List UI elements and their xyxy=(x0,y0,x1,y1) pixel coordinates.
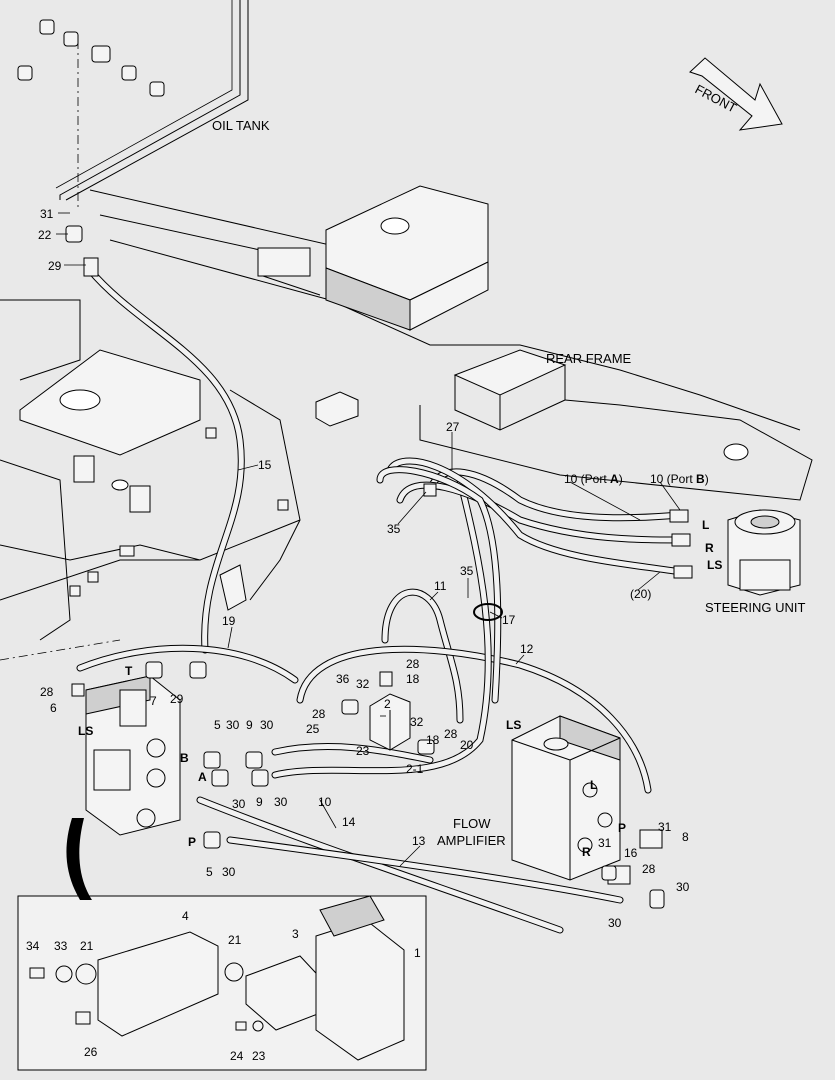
callout-13: 13 xyxy=(412,834,426,848)
callout-4: 4 xyxy=(182,909,189,923)
callout-12: 12 xyxy=(520,642,534,656)
port-a: A xyxy=(198,770,207,784)
rear-frame-label: REAR FRAME xyxy=(546,351,632,366)
callout-10c: 10 xyxy=(318,795,332,809)
oil-tank xyxy=(17,0,249,210)
callout-21c: 21 xyxy=(228,933,242,947)
callout-32a: 32 xyxy=(356,677,370,691)
callout-15: 15 xyxy=(258,458,272,472)
callout-11: 11 xyxy=(434,579,447,593)
port-ls-priority: LS xyxy=(78,724,93,738)
port-l-flow: L xyxy=(590,778,597,792)
callout-23a: 23 xyxy=(356,744,370,758)
flow-amplifier xyxy=(511,715,663,885)
callout-16: 16 xyxy=(624,846,638,860)
callout-2: 2 xyxy=(384,697,391,711)
callout-33: 33 xyxy=(54,939,68,953)
steering-unit xyxy=(669,509,801,596)
valve-block-2 xyxy=(369,693,411,751)
callouts: 31 22 29 15 27 35 10 (Port A) 10 (Port B… xyxy=(26,207,722,1063)
port-r-flow: R xyxy=(582,845,591,859)
callout-30b: 30 xyxy=(260,718,274,732)
callout-1: 1 xyxy=(414,946,421,960)
callout-30e: 30 xyxy=(676,880,690,894)
callout-30c: 30 xyxy=(232,797,246,811)
callout-18a: 18 xyxy=(406,672,420,686)
callout-30a: 30 xyxy=(226,718,240,732)
detail-inset xyxy=(17,818,427,1071)
callout-5b: 5 xyxy=(206,865,213,879)
callout-23b: 23 xyxy=(252,1049,266,1063)
steering-unit-label: STEERING UNIT xyxy=(705,600,805,615)
callout-3: 3 xyxy=(292,927,299,941)
callout-10-port-a: 10 (Port A) xyxy=(564,472,623,486)
tank-breather-caps xyxy=(17,19,165,97)
port-b: B xyxy=(180,751,189,765)
priority-valve xyxy=(85,675,181,836)
hoses xyxy=(76,266,689,934)
callout-24: 24 xyxy=(230,1049,244,1063)
callout-28e: 28 xyxy=(642,862,656,876)
callout-32b: 32 xyxy=(410,715,424,729)
callout-28d: 28 xyxy=(444,727,458,741)
port-p-flow: P xyxy=(618,821,626,835)
front-arrow xyxy=(689,57,783,131)
callout-20b: 20 xyxy=(460,738,474,752)
callout-30d: 30 xyxy=(274,795,288,809)
callout-27: 27 xyxy=(446,420,460,434)
flow-amplifier-label-2: AMPLIFIER xyxy=(437,833,506,848)
port-r-steering: R xyxy=(705,541,714,555)
callout-28b: 28 xyxy=(406,657,420,671)
port-ls-steering: LS xyxy=(707,558,722,572)
port-l-steering: L xyxy=(702,518,709,532)
callout-36: 36 xyxy=(336,672,350,686)
callout-7: 7 xyxy=(150,694,157,708)
callout-34: 34 xyxy=(26,939,40,953)
port-t: T xyxy=(125,664,133,678)
callout-29b: 29 xyxy=(170,692,184,706)
callout-35b: 35 xyxy=(460,564,474,578)
port-ls-flow: LS xyxy=(506,718,521,732)
callout-2-1: 2-1 xyxy=(406,762,424,776)
callout-26: 26 xyxy=(84,1045,98,1059)
oil-tank-label: OIL TANK xyxy=(212,118,270,133)
callout-31b: 31 xyxy=(658,820,672,834)
callout-30g: 30 xyxy=(608,916,622,930)
fittings xyxy=(65,225,665,909)
leader-lines xyxy=(56,212,681,1047)
callout-10-port-b: 10 (Port B) xyxy=(650,472,709,486)
callout-17: 17 xyxy=(502,613,516,627)
callout-29: 29 xyxy=(48,259,62,273)
callout-18b: 18 xyxy=(426,733,440,747)
callout-30f: 30 xyxy=(222,865,236,879)
callout-25: 25 xyxy=(306,722,320,736)
callout-22: 22 xyxy=(38,228,52,242)
flow-amplifier-label-1: FLOW xyxy=(453,816,491,831)
callout-35: 35 xyxy=(387,522,401,536)
callout-5a: 5 xyxy=(214,718,221,732)
callout-31c: 31 xyxy=(598,836,612,850)
callout-6: 6 xyxy=(50,701,57,715)
callout-28a: 28 xyxy=(40,685,54,699)
port-p-priority: P xyxy=(188,835,196,849)
callout-8: 8 xyxy=(682,830,689,844)
callout-31: 31 xyxy=(40,207,54,221)
callout-19: 19 xyxy=(222,614,236,628)
callout-14: 14 xyxy=(342,815,356,829)
callout-21b: 21 xyxy=(80,939,94,953)
callout-20-paren: (20) xyxy=(630,587,651,601)
callout-28c: 28 xyxy=(312,707,326,721)
rear-frame xyxy=(0,185,813,661)
callout-9a: 9 xyxy=(246,718,253,732)
callout-9b: 9 xyxy=(256,795,263,809)
